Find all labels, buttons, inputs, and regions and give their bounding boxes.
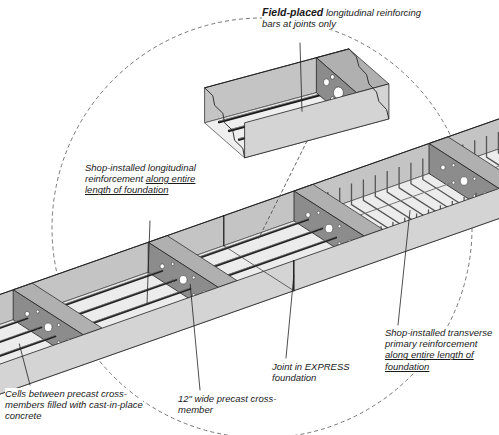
leader-line bbox=[19, 344, 30, 385]
break-line bbox=[349, 49, 389, 119]
joint-line bbox=[224, 246, 294, 291]
callout-text: Shop-installed transverse primary reinfo… bbox=[385, 327, 493, 372]
bolt-hole bbox=[44, 323, 52, 331]
bolt-hole bbox=[323, 79, 329, 86]
bolt-hole bbox=[441, 165, 445, 170]
bolt-hole bbox=[338, 225, 341, 228]
callout-text: Shop-installed longitudinal reinforcemen… bbox=[85, 162, 197, 196]
bolt-hole bbox=[330, 75, 334, 80]
leader-line bbox=[286, 276, 294, 358]
bolt-hole bbox=[325, 224, 333, 232]
callout-text: Cells between precast cross-members fill… bbox=[5, 388, 155, 422]
bolt-hole bbox=[171, 263, 174, 266]
wall-edge bbox=[205, 49, 349, 88]
callout-label: Shop-installed transverse primary reinfo… bbox=[385, 327, 492, 349]
bolt-hole bbox=[317, 211, 320, 214]
bolt-hole bbox=[460, 177, 468, 185]
foundation-floor bbox=[0, 126, 499, 399]
bolt-hole bbox=[25, 311, 29, 316]
detail-link bbox=[259, 141, 307, 238]
bolt-hole bbox=[452, 164, 455, 167]
break-line bbox=[205, 88, 245, 158]
callout-text: Joint in EXPRESS foundation bbox=[272, 361, 377, 383]
bolt-hole bbox=[306, 213, 310, 218]
bolt-hole bbox=[36, 310, 39, 313]
bolt-hole bbox=[160, 264, 164, 269]
inset-ground bbox=[198, 39, 397, 165]
joint-line bbox=[223, 216, 224, 246]
leader-line bbox=[147, 221, 150, 304]
callout-label: Joint in EXPRESS foundation bbox=[272, 361, 350, 383]
bolt-hole bbox=[179, 276, 187, 284]
bolt-hole bbox=[452, 181, 455, 184]
callout-text: 12" wide precast cross-member bbox=[178, 393, 278, 415]
bolt-hole bbox=[57, 324, 60, 327]
inset-floor bbox=[205, 84, 389, 158]
leader-line bbox=[398, 211, 410, 326]
leader-line bbox=[190, 284, 200, 390]
callout-label: Cells between precast cross-members fill… bbox=[5, 388, 143, 421]
leader-line bbox=[300, 43, 302, 111]
near-wall bbox=[0, 141, 499, 399]
callout-label: 12" wide precast cross-member bbox=[178, 393, 276, 415]
callout-label: along entire length of foundation bbox=[385, 349, 474, 371]
callout-text: Field-placed longitudinal reinforcing ba… bbox=[262, 6, 422, 30]
callout-label: Field-placed bbox=[262, 6, 323, 18]
inset-near-wall bbox=[245, 84, 389, 158]
bolt-hole bbox=[473, 177, 476, 180]
bolt-hole bbox=[192, 276, 195, 279]
